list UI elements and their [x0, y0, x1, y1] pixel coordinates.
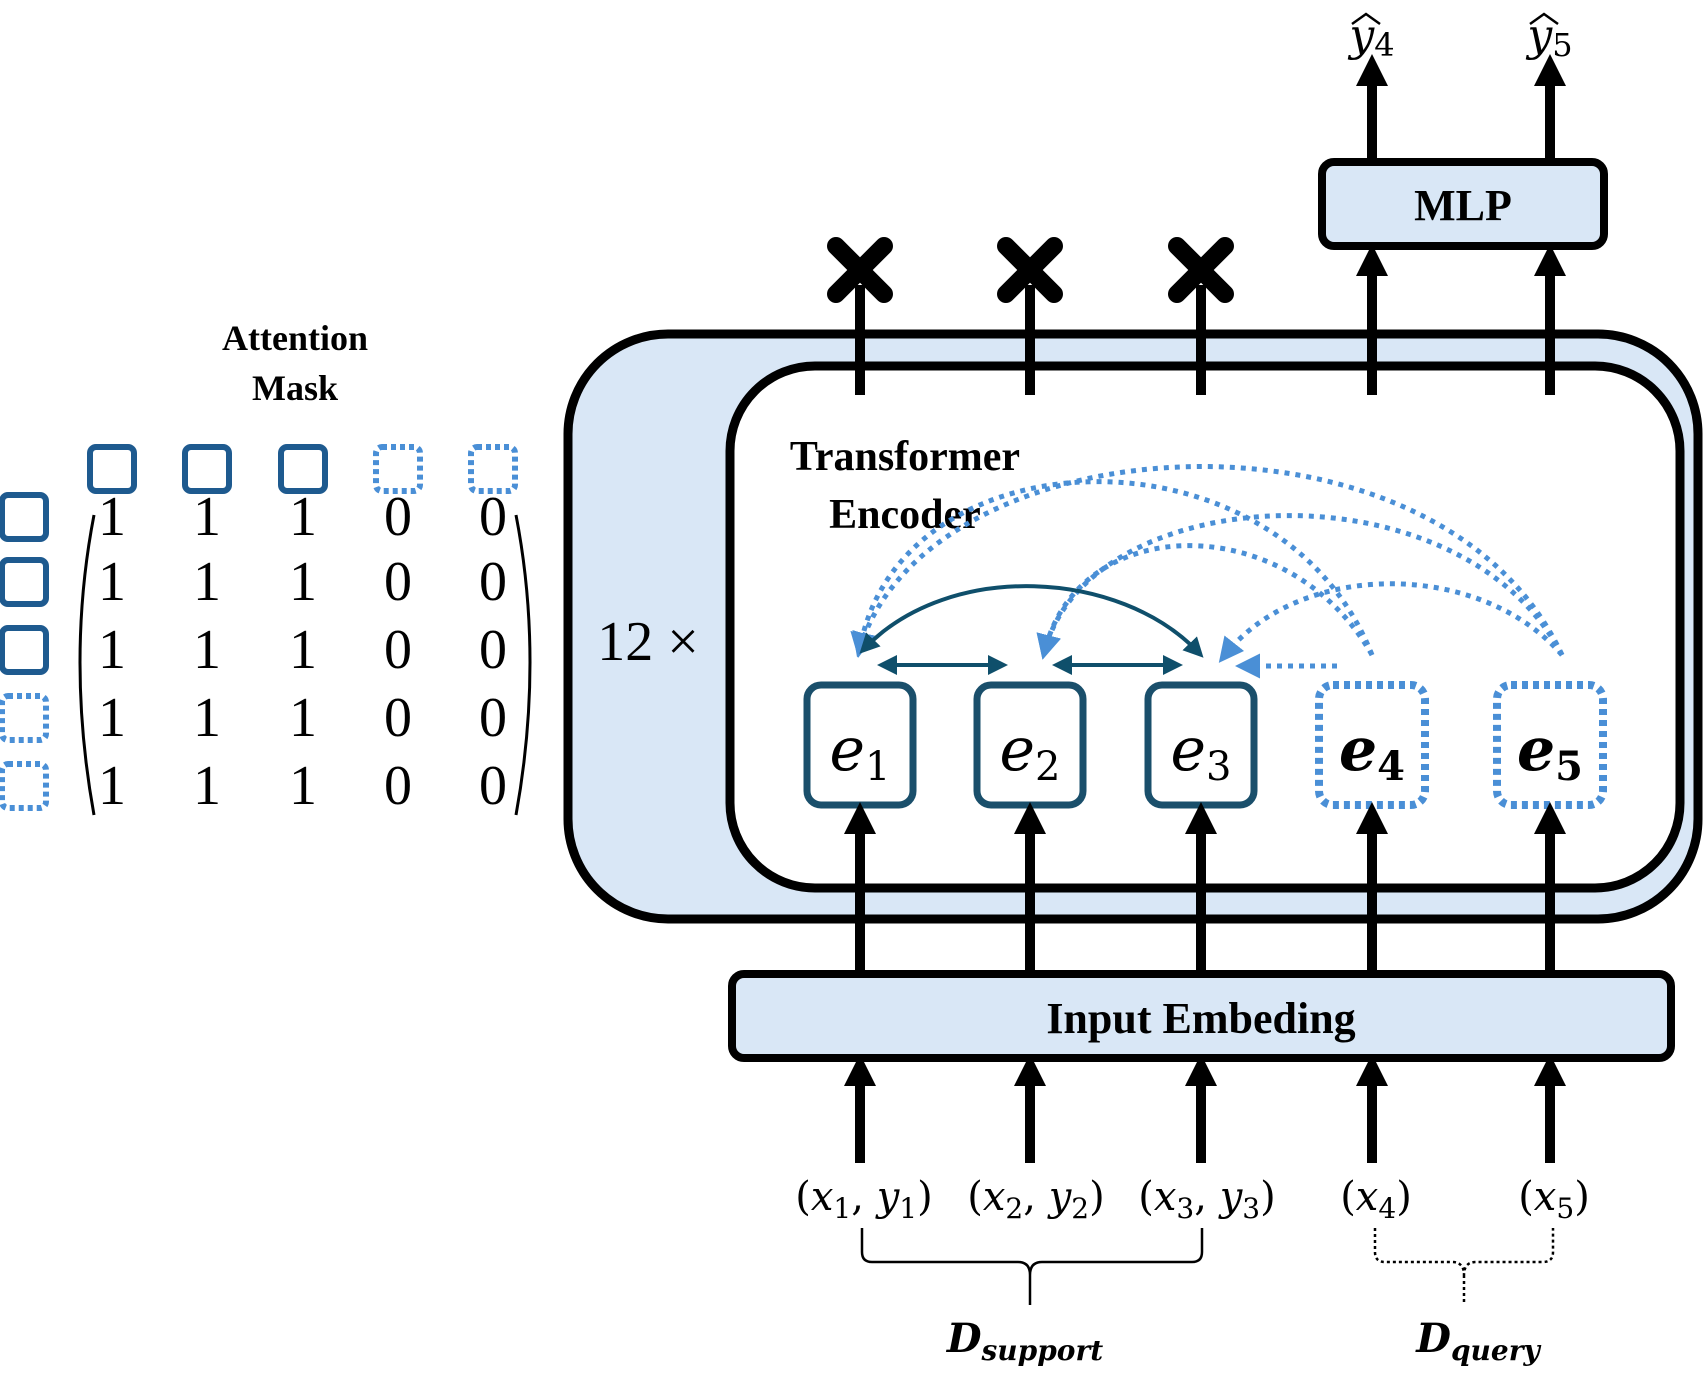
mask-column-markers [87, 444, 518, 494]
embedding-label: e3 [1171, 715, 1232, 790]
input-tuples: (x1, y1) (x2, y2) (x3, y3) (x4) (x5) [795, 1174, 1590, 1225]
query-brace [1373, 1228, 1555, 1276]
cross-icon [1168, 237, 1234, 303]
mask-cell: 1 [193, 486, 221, 548]
mask-cell: 0 [384, 687, 412, 749]
attention-arc-e5-e1 [852, 464, 1565, 658]
attention-arc-e5-e3 [1218, 581, 1564, 663]
input-embedding-label: Input Embeding [1046, 994, 1355, 1043]
embedding-tokens: e1 e2 e3 e4 e5 [803, 681, 1607, 809]
attention-mask-title-line2: Mask [252, 368, 338, 408]
cross-icon [827, 237, 893, 303]
mlp-label: MLP [1414, 181, 1512, 230]
mask-row-support-marker [0, 557, 49, 607]
mask-cell: 0 [479, 551, 507, 613]
mask-column-support-marker [87, 444, 137, 494]
svg-text:y4: y4 [1347, 10, 1394, 64]
input-tuple-5: (x5) [1518, 1174, 1590, 1225]
mask-cell: 1 [289, 486, 317, 548]
mask-cell: 1 [193, 687, 221, 749]
mask-row-query-marker [0, 761, 49, 811]
mask-row-support-marker [0, 625, 49, 675]
mask-row-markers [0, 492, 49, 811]
mask-cell: 0 [384, 619, 412, 681]
attention-arc-e4-e2 [1036, 543, 1375, 660]
embedding-e1: e1 [803, 681, 917, 809]
support-attention-arcs [859, 584, 1204, 675]
mask-column-query-marker [468, 444, 518, 494]
embedding-label: e1 [830, 715, 891, 790]
embedding-e4: e4 [1315, 681, 1429, 809]
hat-mark [1529, 12, 1559, 26]
mask-cell: 0 [479, 619, 507, 681]
input-tuple-1: (x1, y1) [795, 1174, 932, 1225]
mask-cell: 1 [98, 619, 126, 681]
mask-cell: 1 [193, 551, 221, 613]
query-attention-arcs [850, 464, 1565, 679]
mask-cell: 1 [98, 755, 126, 817]
attention-mask-title-line1: Attention [222, 318, 368, 358]
support-set-label: Dsupport [946, 1315, 1103, 1367]
attention-arc-e1-e3 [859, 584, 1204, 658]
input-tuple-4: (x4) [1340, 1174, 1412, 1225]
prediction-outputs: y4 y5 [1347, 10, 1572, 64]
mask-cell: 1 [289, 755, 317, 817]
embedding-e5: e5 [1493, 681, 1607, 809]
flow-arrows [843, 53, 1567, 1163]
cross-icon [997, 237, 1063, 303]
mask-column-support-marker [182, 444, 232, 494]
matrix-right-paren [514, 514, 532, 816]
svg-text:y5: y5 [1525, 10, 1572, 64]
matrix-left-paren [78, 514, 96, 816]
mask-cell: 1 [193, 755, 221, 817]
embedding-label: e4 [1339, 715, 1405, 790]
mask-cell: 0 [384, 755, 412, 817]
input-tuple-3: (x3, y3) [1138, 1174, 1275, 1225]
embedding-box [1315, 681, 1429, 809]
mlp-box [1318, 158, 1608, 250]
mask-cell: 1 [98, 551, 126, 613]
embedding-e2: e2 [973, 681, 1087, 809]
mask-row-query-marker [0, 693, 49, 743]
mask-cell: 1 [289, 551, 317, 613]
prediction-y4: y4 [1347, 10, 1394, 64]
repeat-count-label: 12 × [597, 611, 699, 673]
mask-cell: 1 [98, 486, 126, 548]
embedding-label: e5 [1517, 715, 1583, 790]
attention-arc-e4-e1 [850, 479, 1375, 658]
input-tuple-2: (x2, y2) [967, 1174, 1104, 1225]
attention-arc-e5-e2 [1036, 513, 1565, 660]
mask-row-support-marker [0, 492, 49, 542]
mask-cell: 0 [479, 486, 507, 548]
mask-cell: 0 [479, 755, 507, 817]
embedding-e3: e3 [1144, 681, 1258, 809]
query-set-label: Dquery [1415, 1315, 1541, 1367]
hat-mark [1351, 12, 1381, 26]
prediction-y5: y5 [1525, 10, 1572, 64]
mask-cell: 1 [289, 687, 317, 749]
mask-cell: 0 [384, 486, 412, 548]
mask-column-support-marker [278, 444, 328, 494]
support-brace [860, 1228, 1204, 1276]
mask-cell: 0 [479, 687, 507, 749]
mask-cell: 1 [193, 619, 221, 681]
embedding-label: e2 [1000, 715, 1061, 790]
mask-cell: 0 [384, 551, 412, 613]
mask-column-query-marker [373, 444, 423, 494]
encoder-title-line1: Transformer [790, 434, 1020, 480]
embedding-box [1493, 681, 1607, 809]
mask-cell: 1 [98, 687, 126, 749]
discarded-outputs [827, 237, 1234, 303]
mask-cell: 1 [289, 619, 317, 681]
